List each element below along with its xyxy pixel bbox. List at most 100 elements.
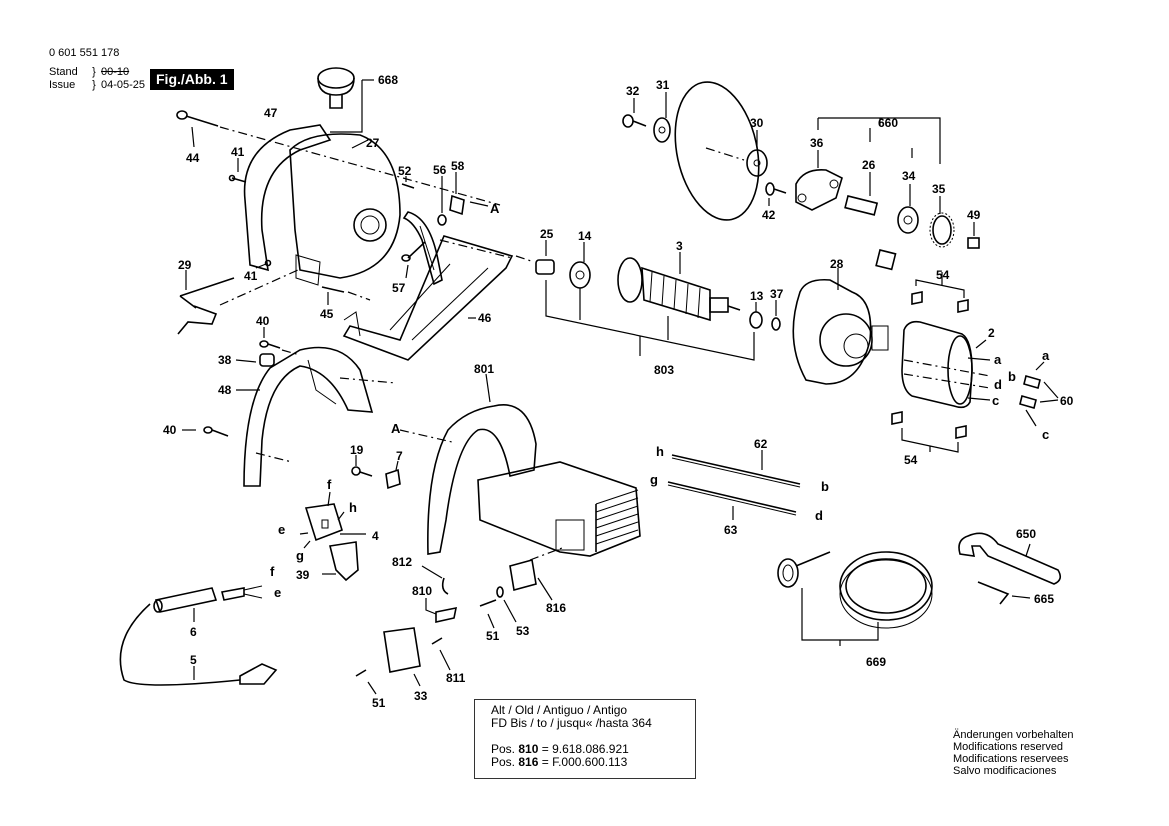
switch-816 (509, 558, 537, 592)
callout-32: 32 (626, 84, 640, 98)
needle-bearing (875, 249, 897, 271)
clip-7 (385, 468, 401, 490)
brush-clip (955, 425, 967, 439)
lower-guard-48 (243, 346, 374, 487)
gear-housing-36 (795, 168, 843, 211)
bolt-57 (401, 241, 426, 262)
callout-38: 38 (218, 353, 232, 367)
callout-49: 49 (967, 208, 981, 222)
callout-e: e (278, 522, 285, 537)
callout-4: 4 (372, 529, 379, 543)
callout-19: 19 (350, 443, 364, 457)
leader (537, 577, 553, 601)
bolt-44 (176, 110, 219, 127)
axis-line (439, 239, 513, 259)
note-pos-810: Pos. 810 = 9.618.086.921 (491, 742, 629, 756)
callout-c2: c (1042, 427, 1049, 442)
pinion-25 (535, 259, 555, 275)
screw-811 (431, 637, 443, 645)
saw-blade (674, 81, 760, 221)
clamp-810 (435, 606, 458, 623)
bracket-803 (545, 280, 755, 361)
leader (425, 598, 437, 615)
brush-clip (957, 299, 969, 313)
callout-27: 27 (366, 136, 380, 150)
switch-lever-39 (329, 541, 359, 582)
callout-h2: h (349, 500, 357, 515)
cable-63-edge (667, 484, 797, 516)
callout-46: 46 (478, 311, 492, 325)
callout-54: 54 (936, 268, 950, 282)
screw-51b (479, 599, 497, 607)
wire-leads (243, 585, 263, 599)
stand-label: Stand (49, 66, 78, 78)
callout-35: 35 (932, 182, 946, 196)
callout-803: 803 (654, 363, 674, 377)
callout-816: 816 (546, 601, 566, 615)
knob-668 (317, 67, 355, 109)
old-date: 00-10 (101, 66, 130, 78)
cable-62-edge (671, 457, 801, 488)
axis-line (515, 255, 535, 263)
leader (439, 649, 451, 671)
leader (1011, 595, 1031, 599)
leader (235, 359, 257, 363)
pos-value: = F.000.600.113 (541, 755, 628, 769)
screw-19 (351, 466, 373, 477)
callout-29: 29 (178, 258, 192, 272)
callout-33: 33 (414, 689, 428, 703)
bushing-49 (967, 237, 980, 249)
axis-line (399, 429, 453, 443)
modifications-fr: Modifications reservees (953, 753, 1069, 765)
callout-41: 41 (231, 145, 245, 159)
callout-14: 14 (578, 229, 592, 243)
flange-31 (653, 117, 671, 143)
leader (330, 80, 363, 133)
bearing-housing-28 (792, 278, 889, 385)
axis-line (339, 377, 397, 384)
callout-5: 5 (190, 653, 197, 667)
callout-811: 811 (446, 671, 466, 685)
note-line-1: Alt / Old / Antiguo / Antigo (491, 703, 628, 717)
brace: } (92, 79, 96, 91)
axis-line (255, 452, 293, 463)
modifications-de: Änderungen vorbehalten (953, 729, 1074, 741)
callout-810: 810 (412, 584, 432, 598)
callout-56: 56 (433, 163, 447, 177)
note-pos-816: Pos. 816 = F.000.600.113 (491, 755, 628, 769)
callout-39: 39 (296, 568, 310, 582)
leader (485, 373, 491, 403)
leader (1025, 409, 1037, 427)
washer-37 (771, 317, 781, 331)
axis-line (529, 547, 563, 561)
callout-30: 30 (750, 116, 764, 130)
callout-31: 31 (656, 78, 670, 92)
callout-62: 62 (754, 437, 768, 451)
callout-51: 51 (486, 629, 500, 643)
callout-A2: A (391, 421, 401, 436)
power-cord-5 (119, 603, 278, 686)
callout-A: A (490, 201, 500, 216)
callout-812: 812 (392, 555, 412, 569)
guard-47 (243, 124, 332, 272)
leader (255, 263, 267, 269)
hex-key-29 (177, 277, 235, 335)
callout-c: c (992, 393, 999, 408)
callout-660: 660 (878, 116, 898, 130)
callout-42: 42 (762, 208, 776, 222)
leader (337, 511, 345, 521)
leader (1039, 381, 1059, 403)
callout-650: 650 (1016, 527, 1036, 541)
adapter-669 (777, 551, 831, 588)
gear-35 (929, 212, 955, 248)
callout-34: 34 (902, 169, 916, 183)
leader (1025, 543, 1031, 557)
screw-51 (355, 669, 367, 677)
axis-line (219, 269, 299, 306)
leader (367, 681, 377, 695)
leader (299, 532, 309, 535)
callout-f: f (327, 477, 332, 492)
callout-669: 669 (866, 655, 886, 669)
flange-30 (746, 149, 768, 177)
